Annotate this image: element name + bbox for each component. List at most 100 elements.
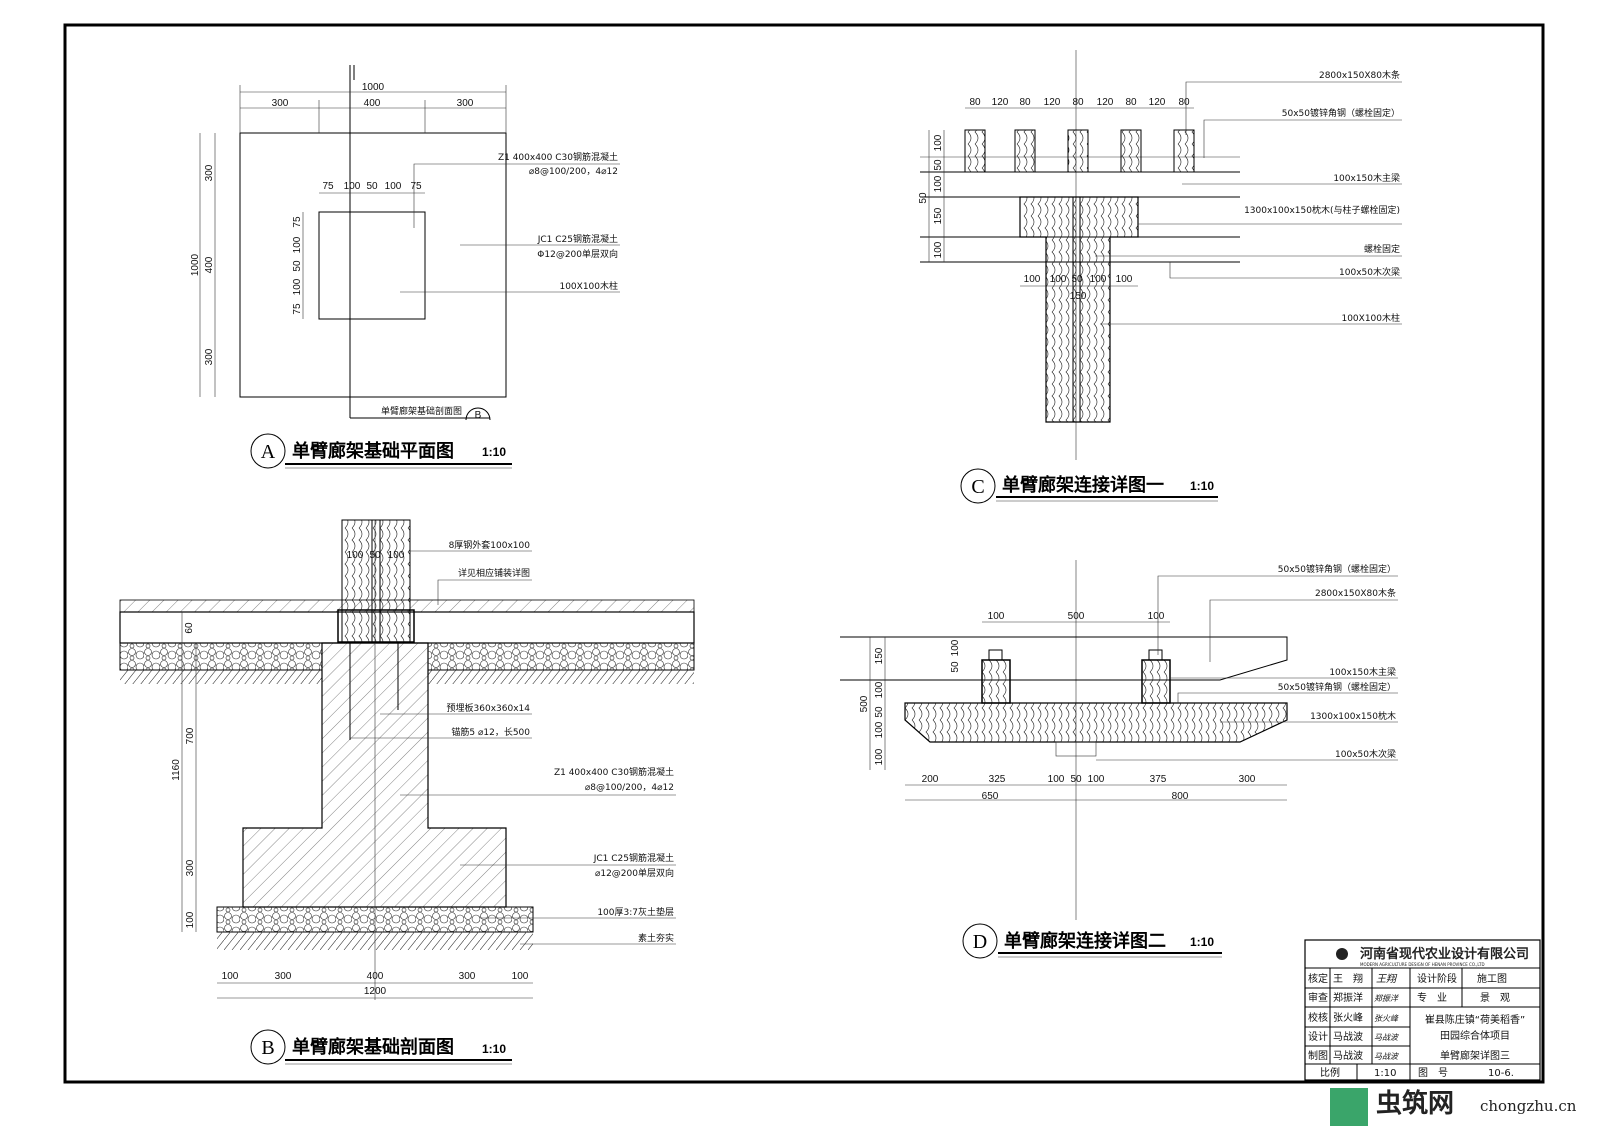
dim-a-left-total: 1000 — [190, 253, 201, 276]
dim: 150 — [874, 647, 885, 664]
note: 素土夯实 — [638, 932, 674, 944]
drawing-letter: C — [971, 476, 984, 498]
role: 核定 — [1308, 972, 1328, 985]
dim: 100 — [950, 639, 961, 656]
dim: 100 — [1148, 611, 1165, 622]
scale-value: 1:10 — [1374, 1068, 1396, 1079]
drawing-b-foundation-section: 100 50 100 8厚钢外套100x100 详见相应铺装详图 60 1160… — [119, 519, 695, 1065]
note: 50x50镀锌角钢（螺栓固定） — [1282, 107, 1400, 119]
dim: 650 — [982, 791, 999, 802]
dim: 80 — [1019, 97, 1031, 108]
role: 设计 — [1308, 1030, 1328, 1043]
note: 100x150木主梁 — [1329, 666, 1396, 678]
company-logo-icon — [1336, 948, 1348, 960]
signature: 马战波 — [1374, 1033, 1400, 1042]
dim: 50 — [366, 181, 378, 192]
dim: 100 — [185, 911, 196, 928]
signature: 郑振洋 — [1374, 994, 1399, 1003]
dim: 400 — [367, 971, 384, 982]
dim: 120 — [1149, 97, 1166, 108]
sheet-title: 单臂廊架详图三 — [1440, 1049, 1510, 1062]
dim: 50 — [369, 550, 381, 561]
stage-value: 施工图 — [1477, 972, 1507, 985]
dim: 400 — [204, 256, 215, 273]
note: 100x150木主梁 — [1333, 172, 1400, 184]
dim: 100 — [933, 175, 944, 192]
drawing-letter: D — [973, 931, 987, 953]
scale-label: 比例 — [1320, 1066, 1340, 1079]
dim: 100 — [1050, 274, 1067, 285]
watermark: 虫筑网 chongzhu.cn — [1330, 1086, 1600, 1131]
house-logo-icon — [1330, 1088, 1368, 1126]
dim: 100 — [933, 134, 944, 151]
note: 2800x150X80木条 — [1319, 69, 1400, 81]
person-name: 马战波 — [1333, 1049, 1363, 1062]
dim: 50 — [874, 706, 885, 718]
dim: 100 — [385, 181, 402, 192]
discipline-label: 专 业 — [1417, 991, 1447, 1004]
dim: 100 — [292, 236, 303, 253]
person-name: 马战波 — [1333, 1030, 1363, 1043]
dim: 120 — [1097, 97, 1114, 108]
dim: 300 — [272, 98, 289, 109]
note: JC1 C25钢筋混凝土 — [537, 233, 618, 245]
note: ⌀12@200单层双向 — [595, 867, 674, 879]
drawing-scale: 1:10 — [482, 445, 506, 459]
dim: 100 — [988, 611, 1005, 622]
watermark-url: chongzhu.cn — [1480, 1097, 1577, 1115]
dim-a-top-total: 1000 — [362, 82, 385, 93]
note: 2800x150X80木条 — [1315, 587, 1396, 599]
dim: 50 — [292, 260, 303, 272]
section-ref-label: 单臂廊架基础剖面图 — [381, 405, 462, 417]
note: 1300x100x150枕木 — [1310, 710, 1396, 722]
dim: 75 — [292, 216, 303, 228]
dim: 80 — [1178, 97, 1190, 108]
dim: 300 — [459, 971, 476, 982]
project-name-line2: 田园综合体项目 — [1440, 1029, 1510, 1042]
signature: 王翔 — [1376, 973, 1398, 985]
note: 详见相应铺装详图 — [458, 567, 530, 579]
dim: 100 — [222, 971, 239, 982]
drawing-d-connection-detail-2: 150 50 100 500 50 100 100 100 100 500 10… — [840, 560, 1398, 959]
dim: 100 — [344, 181, 361, 192]
drawing-number-value: 10-6. — [1488, 1068, 1514, 1079]
note: 50x50镀锌角钢（螺栓固定） — [1278, 563, 1396, 575]
dim: 300 — [204, 164, 215, 181]
person-name: 郑振洋 — [1333, 991, 1363, 1004]
note: Z1 400x400 C30钢筋混凝土 — [498, 151, 618, 163]
dim: 75 — [292, 303, 303, 315]
note: JC1 C25钢筋混凝土 — [593, 852, 674, 864]
note: Z1 400x400 C30钢筋混凝土 — [554, 766, 674, 778]
joists — [964, 129, 1195, 173]
dim: 300 — [185, 859, 196, 876]
dim: 50 — [933, 159, 944, 171]
dim: 120 — [992, 97, 1009, 108]
dim: 100 — [874, 681, 885, 698]
drawing-title: 单臂廊架连接详图二 — [1004, 930, 1166, 952]
note: 100x50木次梁 — [1339, 266, 1400, 278]
note: 8厚钢外套100x100 — [449, 539, 531, 551]
dim: 80 — [969, 97, 981, 108]
dim: 75 — [322, 181, 334, 192]
drawing-title: 单臂廊架基础剖面图 — [292, 1036, 454, 1058]
dim: 100 — [347, 550, 364, 561]
person-name: 王 翔 — [1333, 972, 1363, 985]
dim: 100 — [933, 241, 944, 258]
dim: 80 — [1125, 97, 1137, 108]
drawing-number-label: 图 号 — [1418, 1067, 1448, 1079]
role: 制图 — [1308, 1049, 1328, 1062]
dim-c-bottom-total: 150 — [1070, 291, 1087, 302]
title-block: 河南省现代农业设计有限公司 MODERN AGRICULTURE DESIGN … — [1304, 939, 1541, 1081]
note: 100厚3:7灰土垫层 — [597, 906, 674, 918]
drawing-a-foundation-plan: 1000 300 400 300 75 100 50 100 75 1000 3… — [190, 65, 620, 469]
dim: 1160 — [171, 759, 182, 781]
dim: 100 — [388, 550, 405, 561]
note: ⌀8@100/200，4⌀12 — [585, 783, 674, 793]
dim: 100 — [1090, 274, 1107, 285]
discipline-value: 景 观 — [1480, 992, 1510, 1004]
dim: 300 — [457, 98, 474, 109]
dim: 100 — [874, 748, 885, 765]
dim: 300 — [204, 348, 215, 365]
dim: 80 — [1072, 97, 1084, 108]
dim: 60 — [184, 622, 195, 634]
